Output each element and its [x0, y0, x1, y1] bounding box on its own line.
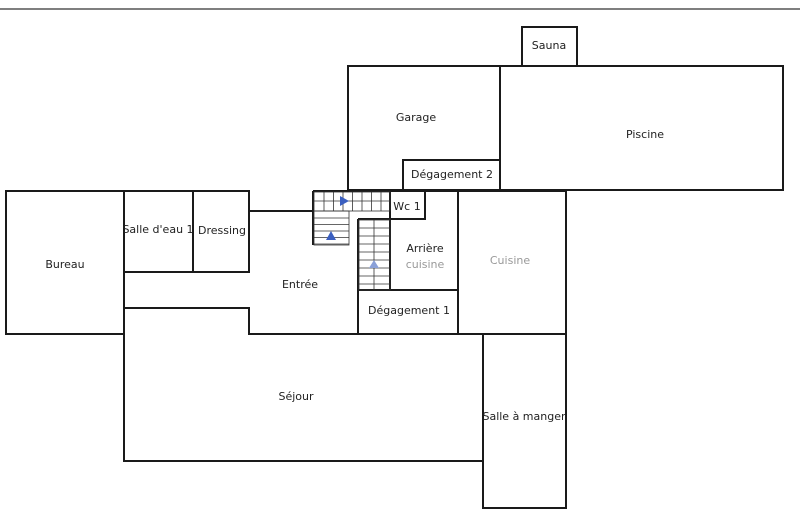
label-dressing: Dressing [198, 224, 246, 237]
label-sejour: Séjour [278, 390, 314, 403]
label-bureau: Bureau [45, 258, 84, 271]
stair-arrow-icon [369, 260, 379, 268]
room-dressing [192, 190, 250, 273]
label-salle-eau: Salle d'eau 1 [122, 223, 193, 236]
label-cuisine: Cuisine [490, 254, 530, 267]
label-arriere-cuisine: Arrière [406, 242, 443, 255]
label-salle-a-manger: Salle à manger [482, 410, 566, 423]
label-entree: Entrée [282, 278, 318, 291]
stair-arrow-icon [326, 231, 336, 240]
walls [5, 26, 784, 509]
staircase [313, 191, 391, 291]
label-wc1: Wc 1 [393, 200, 420, 213]
room-labels: Sauna Garage Piscine Dégagement 2 Wc 1 S… [45, 39, 664, 423]
stair-arrow-icon [340, 196, 349, 206]
room-salle-a-manger [482, 333, 567, 509]
label-garage: Garage [396, 111, 437, 124]
label-degagement-1: Dégagement 1 [368, 304, 450, 317]
label-piscine: Piscine [626, 128, 664, 141]
label-sauna: Sauna [532, 39, 566, 52]
label-degagement-2: Dégagement 2 [411, 168, 493, 181]
label-arriere-cuisine-2: cuisine [406, 258, 445, 271]
